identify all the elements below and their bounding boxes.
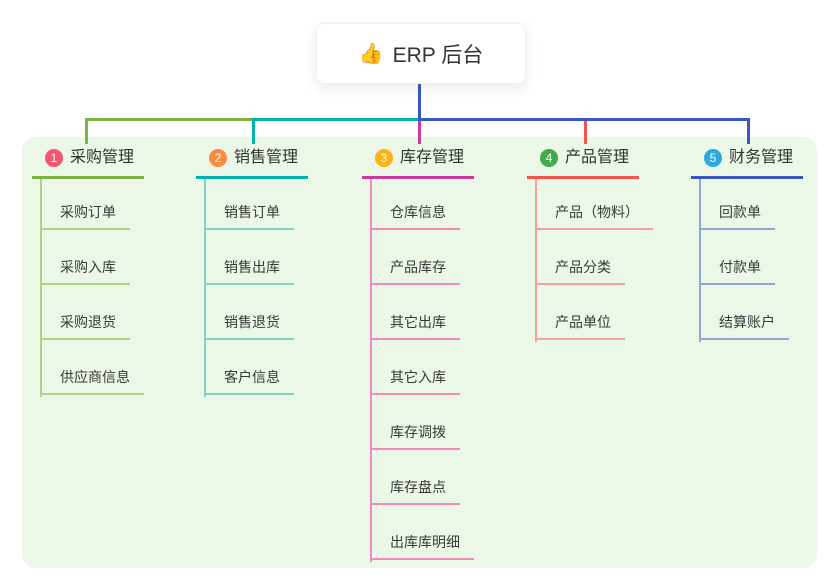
branch-number-badge: 5: [704, 149, 722, 167]
connector-line: [85, 118, 88, 144]
child-node-label: 采购订单: [40, 202, 130, 230]
child-node-label: 供应商信息: [40, 367, 144, 395]
branch-number-badge: 4: [540, 149, 558, 167]
connector-line: [418, 118, 750, 121]
child-node[interactable]: 客户信息: [204, 367, 294, 395]
branch-node-4[interactable]: 4 产品管理: [527, 147, 640, 179]
branch-child-trunk-line: [699, 179, 701, 342]
branches-panel: [22, 137, 817, 568]
child-node[interactable]: 产品单位: [535, 312, 625, 340]
child-node[interactable]: 其它出库: [370, 312, 460, 340]
child-node[interactable]: 销售退货: [204, 312, 294, 340]
connector-line: [85, 118, 253, 121]
child-node[interactable]: 付款单: [699, 257, 775, 285]
branch-node-2[interactable]: 2 销售管理: [196, 147, 309, 179]
child-node-label: 采购入库: [40, 257, 130, 285]
connector-line: [584, 118, 587, 144]
thumbs-up-icon: 👍: [358, 42, 384, 65]
child-node[interactable]: 销售出库: [204, 257, 294, 285]
child-node-label: 出库库明细: [370, 532, 474, 560]
child-node-label: 销售退货: [204, 312, 294, 340]
branch-title: 采购管理: [70, 149, 135, 166]
branch-title: 产品管理: [565, 149, 630, 166]
branch-child-trunk-line: [370, 179, 372, 562]
branch-title: 库存管理: [400, 149, 465, 166]
child-node-label: 库存调拨: [370, 422, 460, 450]
child-node-label: 其它出库: [370, 312, 460, 340]
root-title: ERP 后台: [392, 43, 484, 67]
child-node[interactable]: 库存调拨: [370, 422, 460, 450]
child-node-label: 产品（物料）: [535, 202, 653, 230]
branch-node-1[interactable]: 1 采购管理: [32, 147, 145, 179]
child-node-label: 其它入库: [370, 367, 460, 395]
child-node-label: 结算账户: [699, 312, 789, 340]
branch-number-badge: 3: [375, 149, 393, 167]
child-node-label: 销售出库: [204, 257, 294, 285]
child-node-label: 销售订单: [204, 202, 294, 230]
connector-line: [418, 121, 421, 144]
child-node-label: 付款单: [699, 257, 775, 285]
child-node[interactable]: 采购入库: [40, 257, 130, 285]
connector-line: [747, 118, 750, 144]
branch-child-trunk-line: [40, 179, 42, 397]
child-node[interactable]: 采购退货: [40, 312, 130, 340]
child-node[interactable]: 其它入库: [370, 367, 460, 395]
branch-number-badge: 1: [45, 149, 63, 167]
branch-node-5[interactable]: 5 财务管理: [691, 147, 804, 179]
root-node[interactable]: 👍 ERP 后台: [316, 23, 526, 84]
branch-node-3[interactable]: 3 库存管理: [362, 147, 475, 179]
child-node-label: 回款单: [699, 202, 775, 230]
child-node[interactable]: 产品库存: [370, 257, 460, 285]
child-node-label: 客户信息: [204, 367, 294, 395]
branch-title: 财务管理: [729, 149, 794, 166]
child-node[interactable]: 出库库明细: [370, 532, 474, 560]
child-node-label: 仓库信息: [370, 202, 460, 230]
connector-line: [252, 118, 255, 144]
child-node[interactable]: 销售订单: [204, 202, 294, 230]
branch-child-trunk-line: [535, 179, 537, 342]
child-node[interactable]: 仓库信息: [370, 202, 460, 230]
child-node[interactable]: 回款单: [699, 202, 775, 230]
child-node[interactable]: 结算账户: [699, 312, 789, 340]
child-node-label: 产品分类: [535, 257, 625, 285]
child-node[interactable]: 采购订单: [40, 202, 130, 230]
child-node[interactable]: 产品分类: [535, 257, 625, 285]
child-node[interactable]: 库存盘点: [370, 477, 460, 505]
child-node-label: 产品库存: [370, 257, 460, 285]
connector-line: [252, 118, 420, 121]
branch-number-badge: 2: [209, 149, 227, 167]
child-node[interactable]: 供应商信息: [40, 367, 144, 395]
child-node[interactable]: 产品（物料）: [535, 202, 653, 230]
child-node-label: 库存盘点: [370, 477, 460, 505]
branch-child-trunk-line: [204, 179, 206, 397]
connector-line: [418, 82, 421, 121]
child-node-label: 产品单位: [535, 312, 625, 340]
branch-title: 销售管理: [234, 149, 299, 166]
child-node-label: 采购退货: [40, 312, 130, 340]
